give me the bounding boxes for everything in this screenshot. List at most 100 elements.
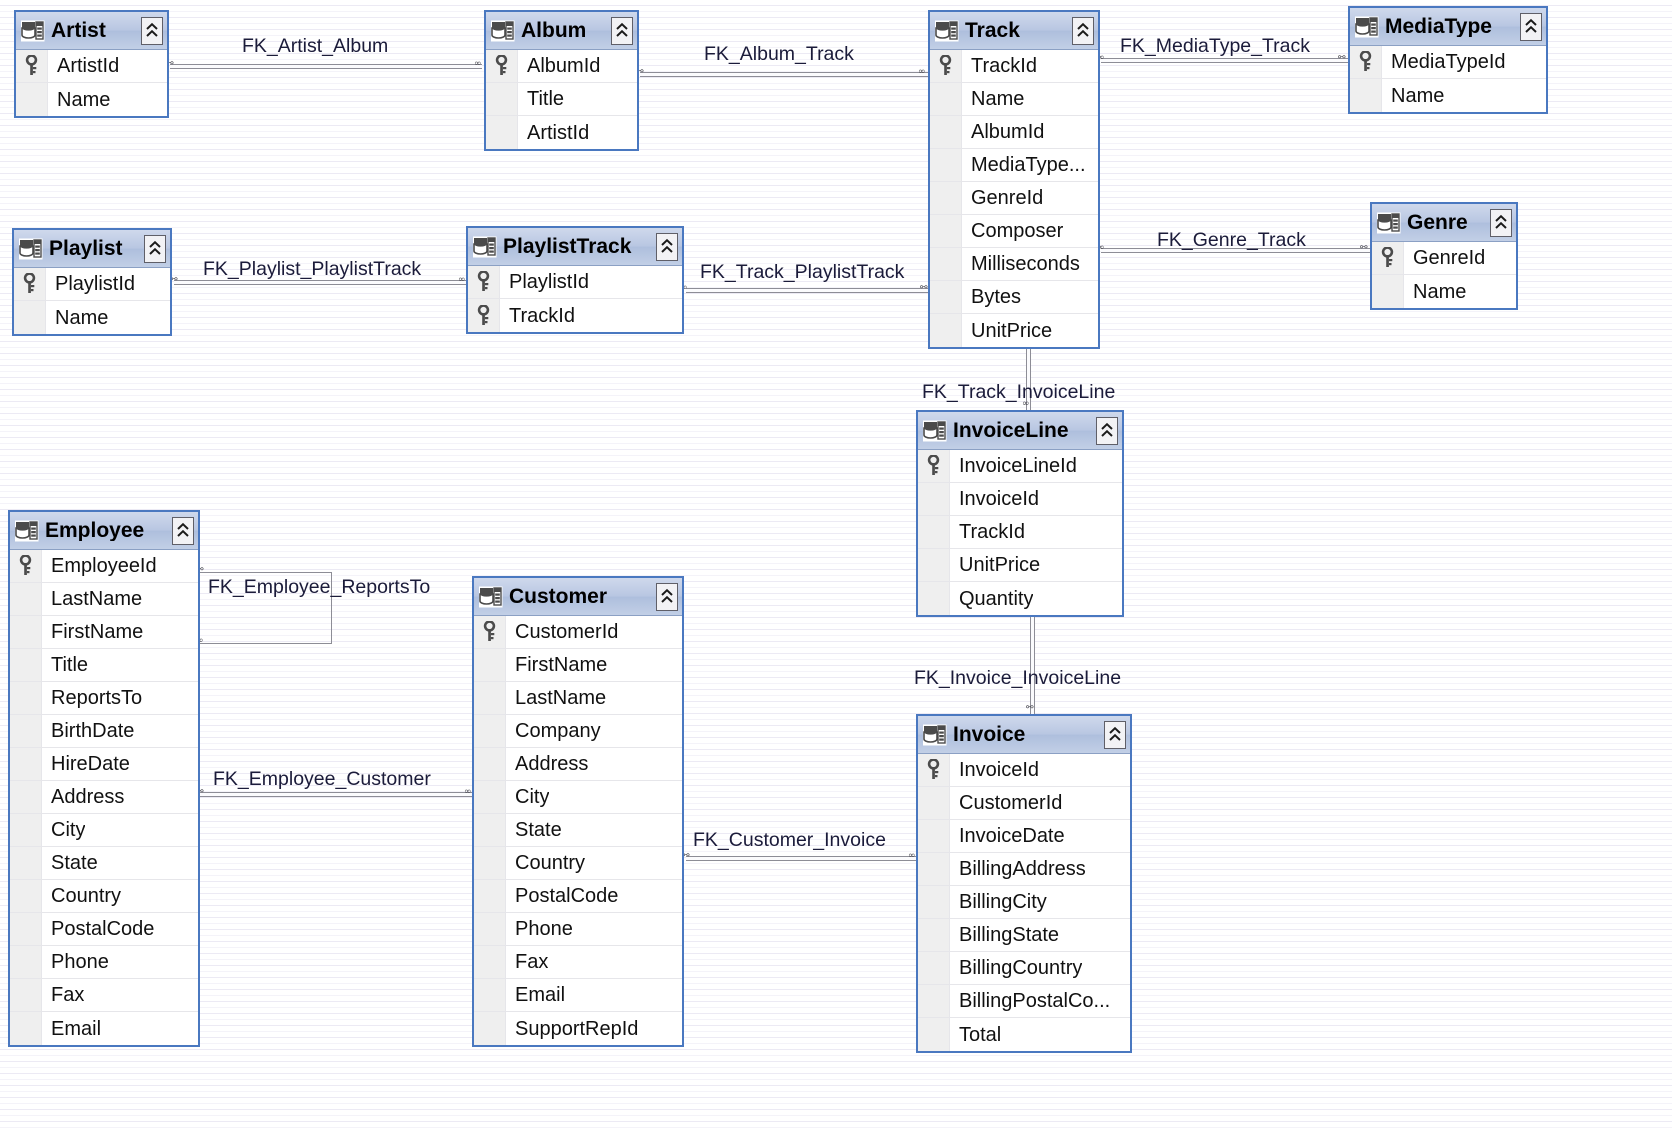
table-header-genre[interactable]: Genre [1372, 204, 1516, 242]
relationship-label-fk-customer-invoice[interactable]: FK_Customer_Invoice [693, 829, 886, 851]
column-row[interactable]: PlaylistId [14, 268, 170, 301]
column-row[interactable]: PostalCode [10, 913, 198, 946]
column-row[interactable]: BillingPostalCo... [918, 985, 1130, 1018]
column-row[interactable]: Company [474, 715, 682, 748]
column-row[interactable]: LastName [474, 682, 682, 715]
collapse-chevrons-icon[interactable] [172, 516, 194, 545]
column-row[interactable]: City [474, 781, 682, 814]
column-row[interactable]: Total [918, 1018, 1130, 1051]
column-row[interactable]: AlbumId [930, 116, 1098, 149]
column-row[interactable]: BillingCountry [918, 952, 1130, 985]
table-header-employee[interactable]: Employee [10, 512, 198, 550]
collapse-chevrons-icon[interactable] [656, 582, 678, 611]
column-row[interactable]: UnitPrice [918, 549, 1122, 582]
relationship-label-fk-employee-customer[interactable]: FK_Employee_Customer [213, 768, 431, 790]
column-row[interactable]: BillingAddress [918, 853, 1130, 886]
table-header-mediatype[interactable]: MediaType [1350, 8, 1546, 46]
column-row[interactable]: Country [10, 880, 198, 913]
collapse-chevrons-icon[interactable] [656, 232, 678, 261]
collapse-chevrons-icon[interactable] [611, 16, 633, 45]
column-row[interactable]: FirstName [10, 616, 198, 649]
column-row[interactable]: MediaType... [930, 149, 1098, 182]
table-header-artist[interactable]: Artist [16, 12, 167, 50]
column-row[interactable]: ArtistId [486, 116, 637, 149]
relationship-label-fk-invoice-invoiceline[interactable]: FK_Invoice_InvoiceLine [914, 667, 1122, 689]
column-row[interactable]: MediaTypeId [1350, 46, 1546, 79]
table-header-track[interactable]: Track [930, 12, 1098, 50]
column-row[interactable]: Name [1350, 79, 1546, 112]
relationship-label-fk-artist-album[interactable]: FK_Artist_Album [242, 35, 389, 57]
column-row[interactable]: CustomerId [474, 616, 682, 649]
column-row[interactable]: Title [486, 83, 637, 116]
column-row[interactable]: TrackId [918, 516, 1122, 549]
column-row[interactable]: Email [10, 1012, 198, 1045]
column-row[interactable]: Title [10, 649, 198, 682]
table-header-invoice[interactable]: Invoice [918, 716, 1130, 754]
column-row[interactable]: GenreId [930, 182, 1098, 215]
column-row[interactable]: UnitPrice [930, 314, 1098, 347]
column-row[interactable]: InvoiceId [918, 754, 1130, 787]
column-row[interactable]: Quantity [918, 582, 1122, 615]
column-row[interactable]: SupportRepId [474, 1012, 682, 1045]
column-row[interactable]: PostalCode [474, 880, 682, 913]
column-row[interactable]: Address [10, 781, 198, 814]
relationship-label-fk-album-track[interactable]: FK_Album_Track [704, 43, 854, 65]
column-row[interactable]: Fax [10, 979, 198, 1012]
column-row[interactable]: EmployeeId [10, 550, 198, 583]
column-row[interactable]: Address [474, 748, 682, 781]
column-row[interactable]: FirstName [474, 649, 682, 682]
collapse-chevrons-icon[interactable] [1490, 208, 1512, 237]
relationship-label-fk-playlist-playlisttrack[interactable]: FK_Playlist_PlaylistTrack [203, 258, 422, 280]
collapse-chevrons-icon[interactable] [1072, 16, 1094, 45]
table-header-playlisttrack[interactable]: PlaylistTrack [468, 228, 682, 266]
column-row[interactable]: Phone [474, 913, 682, 946]
relationship-label-fk-track-playlisttrack[interactable]: FK_Track_PlaylistTrack [700, 261, 905, 283]
column-row[interactable]: Name [930, 83, 1098, 116]
relationship-label-fk-track-invoiceline[interactable]: FK_Track_InvoiceLine [922, 381, 1116, 403]
column-row[interactable]: GenreId [1372, 242, 1516, 275]
table-header-invoiceline[interactable]: InvoiceLine [918, 412, 1122, 450]
relationship-label-fk-genre-track[interactable]: FK_Genre_Track [1157, 229, 1306, 251]
column-row[interactable]: Milliseconds [930, 248, 1098, 281]
column-row[interactable]: Fax [474, 946, 682, 979]
column-row[interactable]: Country [474, 847, 682, 880]
table-header-playlist[interactable]: Playlist [14, 230, 170, 268]
collapse-chevrons-icon[interactable] [1096, 416, 1118, 445]
column-row[interactable]: AlbumId [486, 50, 637, 83]
column-row[interactable]: BillingCity [918, 886, 1130, 919]
table-header-album[interactable]: Album [486, 12, 637, 50]
collapse-chevrons-icon[interactable] [1104, 720, 1126, 749]
column-row[interactable]: CustomerId [918, 787, 1130, 820]
column-row[interactable]: InvoiceId [918, 483, 1122, 516]
relationship-label-fk-mediatype-track[interactable]: FK_MediaType_Track [1120, 35, 1311, 57]
column-row[interactable]: State [10, 847, 198, 880]
relationship-label-fk-employee-reportsto[interactable]: FK_Employee_ReportsTo [208, 576, 431, 598]
column-row[interactable]: Name [16, 83, 167, 116]
column-row[interactable]: TrackId [930, 50, 1098, 83]
column-row[interactable]: State [474, 814, 682, 847]
table-header-customer[interactable]: Customer [474, 578, 682, 616]
column-row[interactable]: LastName [10, 583, 198, 616]
column-row[interactable]: InvoiceLineId [918, 450, 1122, 483]
column-row[interactable]: Name [1372, 275, 1516, 308]
column-row[interactable]: BillingState [918, 919, 1130, 952]
column-row[interactable]: TrackId [468, 299, 682, 332]
column-row[interactable]: ArtistId [16, 50, 167, 83]
collapse-chevrons-icon[interactable] [141, 16, 163, 45]
collapse-chevrons-icon[interactable] [1520, 12, 1542, 41]
column-row[interactable]: Bytes [930, 281, 1098, 314]
column-row[interactable]: PlaylistId [468, 266, 682, 299]
column-row[interactable]: HireDate [10, 748, 198, 781]
column-row[interactable]: Phone [10, 946, 198, 979]
